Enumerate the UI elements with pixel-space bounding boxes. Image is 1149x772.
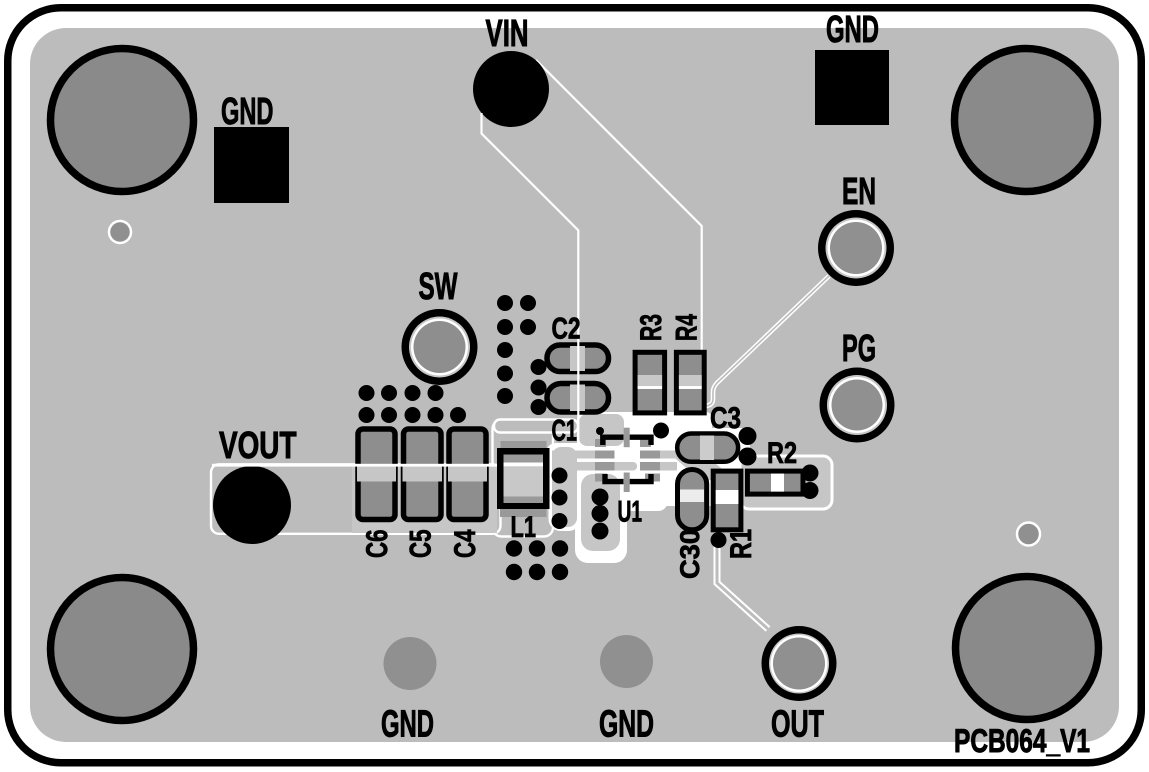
svg-text:VIN: VIN <box>486 13 529 55</box>
svg-text:SW: SW <box>419 266 458 308</box>
svg-text:C6: C6 <box>361 530 394 559</box>
svg-text:C5: C5 <box>405 530 438 559</box>
svg-text:R3: R3 <box>635 314 668 341</box>
svg-text:GND: GND <box>381 704 434 746</box>
svg-text:C4: C4 <box>449 529 482 558</box>
svg-text:C1: C1 <box>552 415 578 448</box>
svg-text:GND: GND <box>221 91 274 133</box>
svg-text:R1: R1 <box>725 529 758 559</box>
svg-text:C2: C2 <box>552 313 581 346</box>
svg-text:R2: R2 <box>767 437 797 470</box>
svg-text:C30: C30 <box>675 529 705 579</box>
svg-text:C3: C3 <box>710 402 741 435</box>
svg-text:GND: GND <box>826 9 879 51</box>
svg-text:PCB064_V1: PCB064_V1 <box>954 722 1090 759</box>
svg-text:VOUT: VOUT <box>219 425 297 467</box>
svg-text:L1: L1 <box>511 511 537 544</box>
svg-text:EN: EN <box>842 171 876 213</box>
svg-text:U1: U1 <box>618 496 643 529</box>
svg-text:OUT: OUT <box>771 704 824 746</box>
svg-text:PG: PG <box>842 328 876 370</box>
svg-text:GND: GND <box>599 704 654 746</box>
svg-text:R4: R4 <box>671 314 704 341</box>
